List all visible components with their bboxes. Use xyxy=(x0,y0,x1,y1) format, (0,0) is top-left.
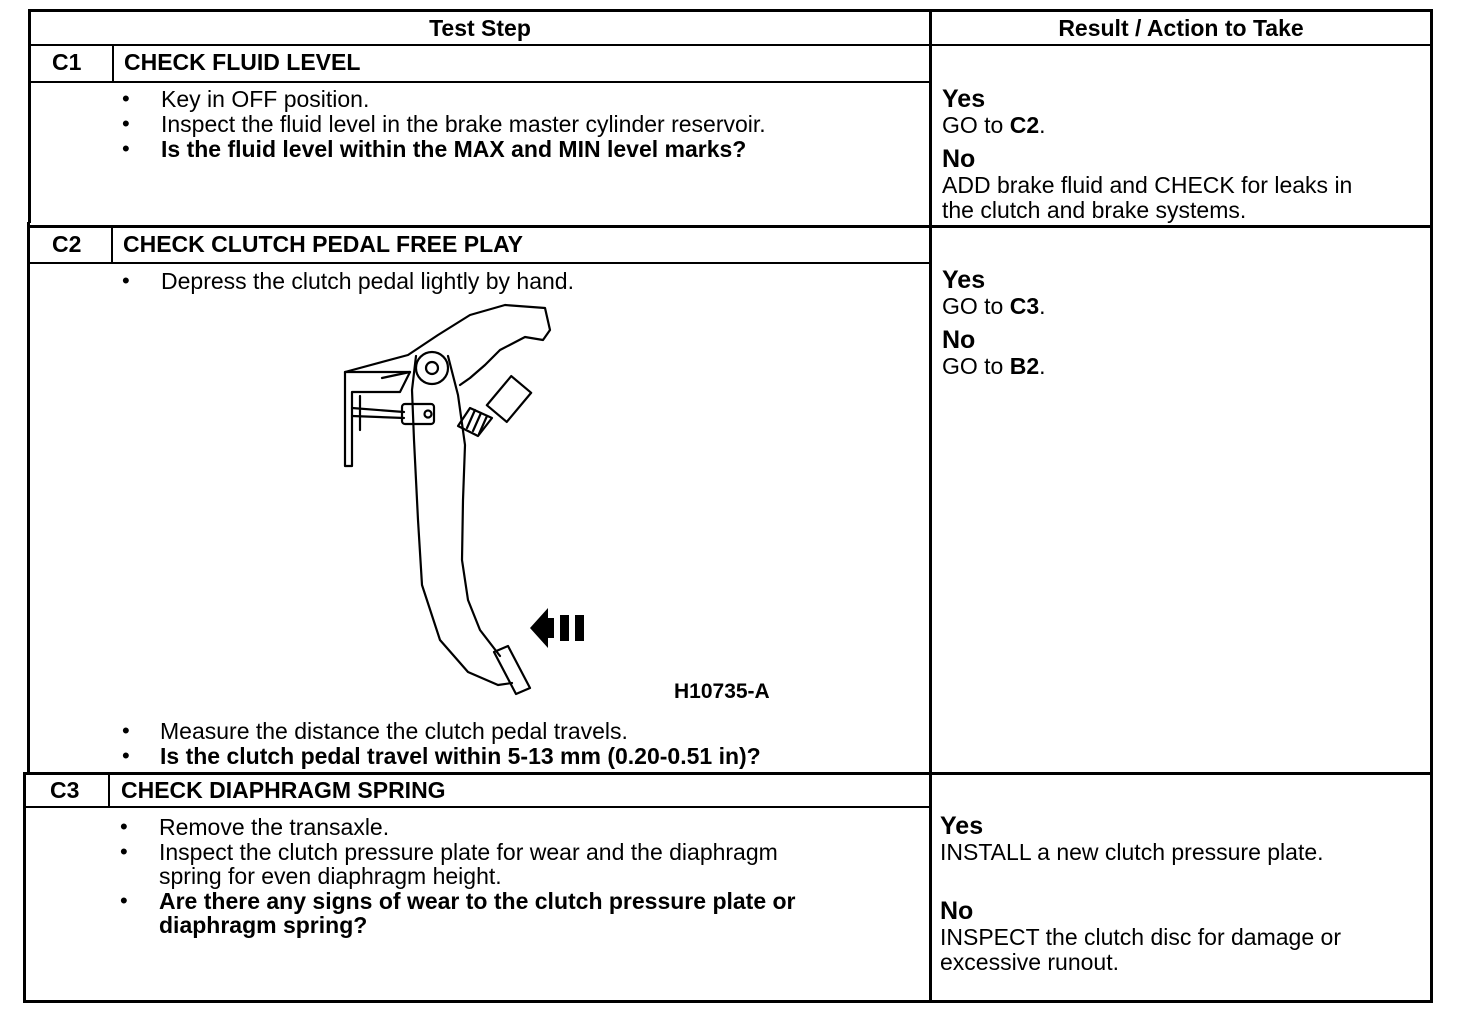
c2-title-rule xyxy=(27,262,931,264)
c3-no-line-1: INSPECT the clutch disc for damage or xyxy=(940,924,1341,950)
clutch-pedal-illustration xyxy=(343,303,584,696)
arrow-left-icon xyxy=(530,608,584,648)
bullet-icon: • xyxy=(122,111,130,136)
c1-yes-action: GO to C2. xyxy=(942,112,1046,138)
c3-bullet-1: Remove the transaxle. xyxy=(159,814,390,840)
c2-yes-label: Yes xyxy=(942,266,986,294)
c1-bullet-3: Is the fluid level within the MAX and MI… xyxy=(161,136,747,162)
step-id-c3: C3 xyxy=(50,777,80,803)
c1-no-label: No xyxy=(942,145,976,173)
c3-title-rule xyxy=(23,806,931,808)
figure-code: H10735-A xyxy=(674,680,770,703)
c3-id-divider xyxy=(108,774,110,808)
table-border-right xyxy=(1430,9,1433,1003)
c3-bullet-3-line-1: Are there any signs of wear to the clutc… xyxy=(159,888,796,914)
table-border-top xyxy=(28,9,1433,12)
step-title-c2: CHECK CLUTCH PEDAL FREE PLAY xyxy=(123,231,523,257)
c1-yes-label: Yes xyxy=(942,85,986,113)
step-id-c2: C2 xyxy=(52,231,82,257)
bullet-icon: • xyxy=(120,814,128,839)
c3-top-rule xyxy=(23,772,1433,775)
table-border-bottom xyxy=(23,1000,1433,1003)
header-rule xyxy=(28,44,1433,46)
column-divider xyxy=(929,9,932,1003)
c2-top-rule xyxy=(27,225,1433,228)
c3-yes-label: Yes xyxy=(940,812,984,840)
c1-no-line-2: the clutch and brake systems. xyxy=(942,197,1247,223)
table-border-left xyxy=(28,9,31,223)
c2-yes-action: GO to C3. xyxy=(942,293,1046,319)
step-title-c1: CHECK FLUID LEVEL xyxy=(124,49,361,75)
c3-no-label: No xyxy=(940,897,974,925)
c3-yes-action: INSTALL a new clutch pressure plate. xyxy=(940,839,1324,865)
bullet-icon: • xyxy=(122,136,130,161)
c3-bullet-2-line-2: spring for even diaphragm height. xyxy=(159,863,502,889)
c1-id-divider xyxy=(112,45,114,82)
bullet-icon: • xyxy=(122,268,130,293)
c2-no-label: No xyxy=(942,326,976,354)
bullet-icon: • xyxy=(122,86,130,111)
c1-bullet-1: Key in OFF position. xyxy=(161,86,370,112)
c3-bullet-3-line-2: diaphragm spring? xyxy=(159,912,368,938)
bullet-icon: • xyxy=(122,743,130,768)
c2-no-action: GO to B2. xyxy=(942,353,1046,379)
step-title-c3: CHECK DIAPHRAGM SPRING xyxy=(121,777,446,803)
header-test-step: Test Step xyxy=(429,15,531,41)
c3-bullet-2-line-1: Inspect the clutch pressure plate for we… xyxy=(159,839,778,865)
header-result-action: Result / Action to Take xyxy=(1058,15,1304,41)
bullet-icon: • xyxy=(120,839,128,864)
bullet-icon: • xyxy=(120,888,128,913)
c2-bullet-3: Is the clutch pedal travel within 5-13 m… xyxy=(160,743,761,769)
table-border-left-low xyxy=(23,773,26,1003)
c2-bullet-2: Measure the distance the clutch pedal tr… xyxy=(160,718,628,744)
c2-id-divider xyxy=(111,227,113,264)
step-id-c1: C1 xyxy=(52,49,82,75)
c1-title-rule xyxy=(28,81,931,83)
table-border-left-mid xyxy=(27,222,30,774)
c3-no-line-2: excessive runout. xyxy=(940,949,1119,975)
c1-no-line-1: ADD brake fluid and CHECK for leaks in xyxy=(942,172,1353,198)
bullet-icon: • xyxy=(122,718,130,743)
c2-bullet-1: Depress the clutch pedal lightly by hand… xyxy=(161,268,574,294)
c1-bullet-2: Inspect the fluid level in the brake mas… xyxy=(161,111,766,137)
